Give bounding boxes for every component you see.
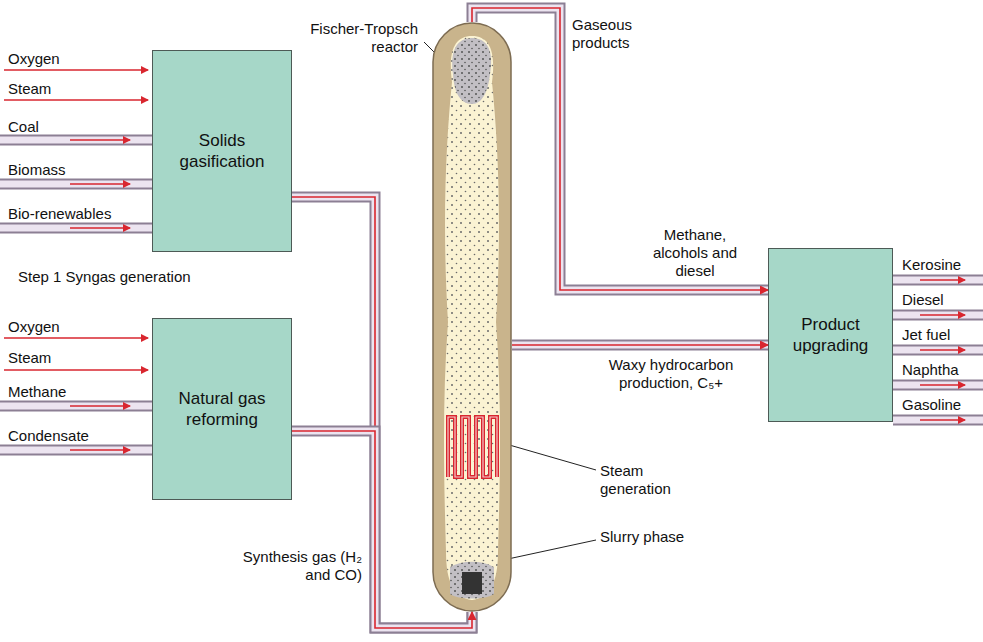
- annotation-label: Kerosine: [902, 256, 982, 274]
- box-label: Natural gas reforming: [161, 388, 283, 431]
- annotation-label: Condensate: [8, 427, 138, 445]
- annotation-label: Gaseous products: [572, 16, 672, 52]
- oxygen-line: [4, 69, 148, 71]
- output-pipes: [893, 280, 983, 420]
- annotation-label: Steam: [8, 80, 138, 98]
- annotation-label: Biomass: [8, 161, 138, 179]
- process-box: Product upgrading: [768, 248, 893, 422]
- input-pipes: [0, 406, 152, 450]
- annotation-label: Gasoline: [902, 396, 982, 414]
- annotation-label: Steam generation: [600, 462, 700, 498]
- edge-label: Waxy hydrocarbon production, C₅+: [585, 356, 757, 392]
- edge-label: Methane, alcohols and diesel: [640, 226, 750, 280]
- steam-line: [4, 99, 148, 101]
- annotation-label: Synthesis gas (H₂ and CO): [236, 548, 362, 584]
- pipe-connector: [472, 8, 768, 290]
- pipe-connector: [512, 345, 768, 346]
- annotation-label: Oxygen: [8, 50, 138, 68]
- annotation-label: Oxygen: [8, 318, 138, 336]
- annotation-label: Diesel: [902, 291, 982, 309]
- annotation-label: Jet fuel: [902, 326, 982, 344]
- reactor-heading: Fischer-Tropsch reactor: [290, 20, 418, 56]
- oxygen-line: [4, 337, 148, 339]
- process-box: Solids gasification: [152, 50, 292, 252]
- reactor-vessel: Fischer-Tropsch reactor: [432, 22, 512, 612]
- annotation-label: Methane: [8, 383, 138, 401]
- annotation-label: Bio-renewables: [8, 205, 148, 223]
- box-label: Product upgrading: [777, 314, 884, 357]
- annotation-label: Naphtha: [902, 361, 982, 379]
- steam-line: [4, 369, 148, 371]
- annotation-label: Steam: [8, 349, 138, 367]
- input-pipes: [0, 140, 152, 228]
- reactor-outline: [432, 22, 512, 612]
- annotation-label: Slurry phase: [600, 528, 700, 546]
- box-label: Solids gasification: [161, 130, 283, 173]
- annotation-label: Step 1 Syngas generation: [18, 268, 258, 286]
- process-box: Natural gas reforming: [152, 318, 292, 500]
- annotation-label: Coal: [8, 118, 138, 136]
